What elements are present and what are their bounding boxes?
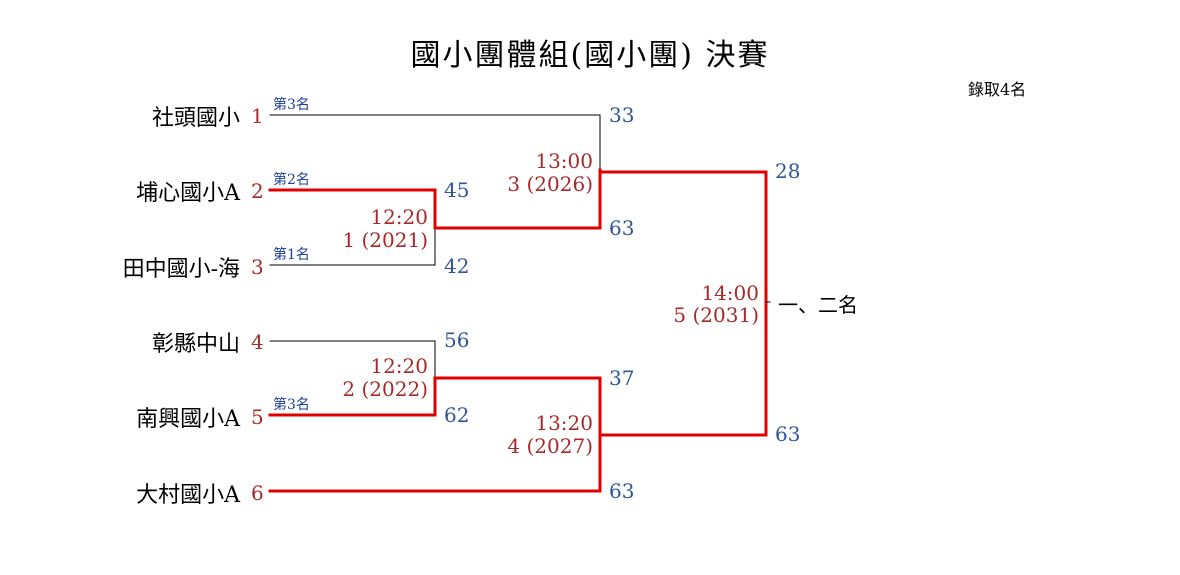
page-title: 國小團體組(國小團) 決賽 (410, 38, 770, 73)
team-seed: 3 (251, 255, 264, 279)
rank-badge: 第3名 (273, 97, 310, 113)
match-time: 12:20 (370, 205, 428, 229)
team-name: 埔心國小A (136, 181, 240, 206)
match-score: 45 (444, 178, 470, 202)
match-score: 28 (775, 159, 801, 183)
team-seed: 2 (251, 179, 264, 203)
match-score: 42 (444, 254, 470, 278)
line-m3-out (598, 170, 768, 304)
line-team1 (269, 114, 601, 171)
match-score: 33 (609, 103, 635, 127)
line-m2-out (433, 376, 602, 437)
rank-badge: 第2名 (273, 172, 310, 188)
team-seed: 1 (251, 104, 264, 128)
team-name: 社頭國小 (151, 106, 240, 131)
line-m4-out (598, 300, 768, 437)
match-time: 13:20 (535, 411, 593, 435)
line-team3 (269, 227, 436, 266)
team-name: 南興國小A (136, 407, 240, 432)
quota-note: 錄取4名 (968, 80, 1027, 99)
line-team5 (268, 376, 437, 417)
match-score: 63 (609, 479, 635, 503)
match-label: 2 (2022) (342, 377, 428, 401)
match-score: 37 (609, 366, 635, 390)
match-time: 13:00 (535, 149, 593, 173)
match-label: 3 (2026) (507, 172, 593, 196)
line-team2 (268, 188, 437, 230)
team-seed: 6 (251, 481, 264, 505)
team-name: 田中國小-海 (122, 257, 240, 282)
match-time: 12:20 (370, 354, 428, 378)
match-label: 5 (2031) (673, 303, 759, 327)
match-score: 63 (609, 216, 635, 240)
team-seed: 5 (251, 405, 264, 429)
rank-badge: 第1名 (273, 247, 310, 263)
team-name: 彰縣中山 (151, 332, 240, 357)
line-team4 (269, 340, 436, 379)
team-name: 大村國小A (136, 483, 240, 508)
match-score: 63 (775, 422, 801, 446)
final-placement-label: 一、二名 (778, 293, 858, 317)
match-time: 14:00 (701, 281, 759, 305)
match-label: 1 (2021) (342, 228, 428, 252)
rank-badge: 第3名 (273, 397, 310, 413)
line-m1-out (433, 168, 602, 230)
match-score: 56 (444, 328, 470, 352)
team-seed: 4 (251, 330, 264, 354)
match-score: 62 (444, 403, 470, 427)
line-team6 (268, 433, 602, 493)
match-label: 4 (2027) (507, 434, 593, 458)
